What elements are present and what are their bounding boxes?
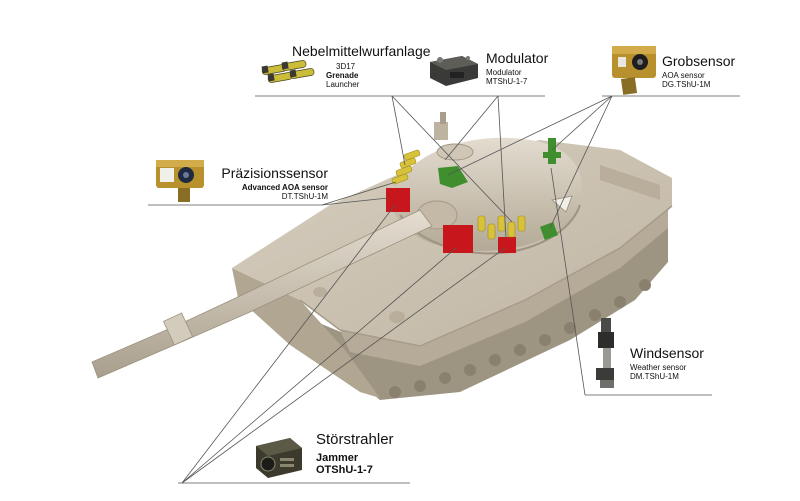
praez-line-1: Advanced AOA sensor [241,183,328,193]
cupola-sight [434,122,448,140]
modulator-line-2: MTShU-1-7 [486,77,528,87]
tank-model [91,112,673,400]
modulator-line-1: Modulator [486,68,522,78]
grob-line-1: AOA sensor [662,71,705,81]
praez-title: Präzisionssensor [221,165,328,181]
stoer-title: Störstrahler [316,431,394,448]
grob-line-2: DG.TShU-1M [662,80,711,90]
label-windsensor: Windsensor Weather sensor DM.TShU-1M [630,345,704,382]
wind-line-1: Weather sensor [630,363,687,373]
weather-sensor-icon [596,318,614,388]
nebel-title: Nebelmittelwurfanlage [292,43,431,59]
modulator-box-icon [430,56,478,86]
wind-title: Windsensor [630,345,704,361]
stoer-line-1: Jammer [316,451,359,464]
label-modulator: Modulator Modulator MTShU-1-7 [486,50,549,87]
mast-plate [550,195,573,213]
nebel-line-3: Launcher [326,79,360,89]
grenade-launcher-icon [261,60,315,83]
grob-title: Grobsensor [662,53,736,69]
modulator-title: Modulator [486,50,549,66]
label-praezisionssensor: Präzisionssensor Advanced AOA sensor DT.… [218,165,328,202]
label-grobsensor: Grobsensor AOA sensor DG.TShU-1M [662,53,736,90]
engine-deck [600,165,660,200]
label-nebelmittelwurfanlage: Nebelmittelwurfanlage 3D17 Grenade Launc… [292,43,431,90]
label-stoerstrahler: Störstrahler Jammer OTShU-1-7 [316,431,394,476]
wind-line-2: DM.TShU-1M [630,372,679,382]
tank-side-skirt [340,205,668,366]
praez-line-2: DT.TShU-1M [281,192,328,202]
advanced-aoa-sensor-icon [156,160,204,202]
jammer-icon [256,438,302,478]
commander-cupola [436,143,474,161]
track-wheels [389,279,651,398]
aoa-sensor-icon [612,46,656,95]
nebel-line-1: 3D17 [336,62,356,72]
stoer-line-2: OTShU-1-7 [316,463,373,476]
green-sensor-blocks [438,138,561,240]
red-sensor-blocks [386,188,516,253]
leader-lines [148,95,740,484]
nebel-line-2: Grenade [326,71,359,81]
